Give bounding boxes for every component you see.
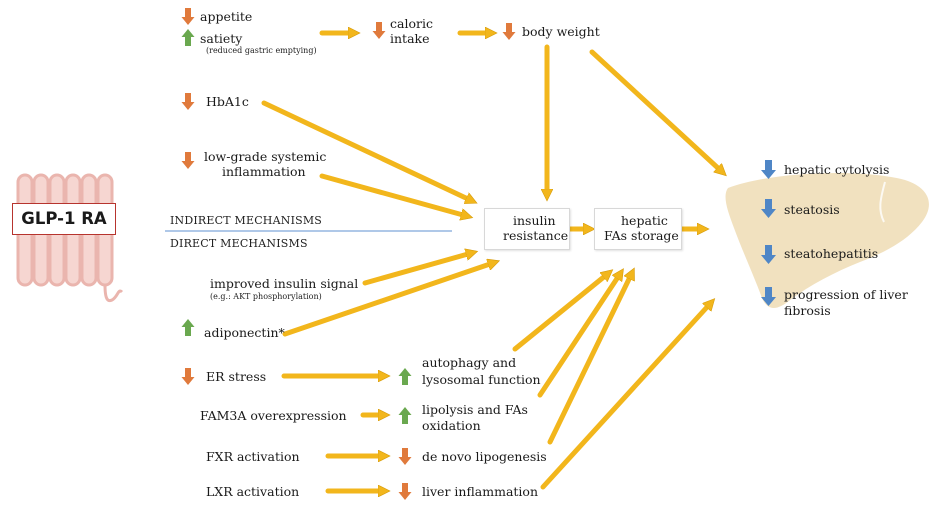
arrow-liver-inflammation-to-liver <box>540 306 708 490</box>
hba1c-label: HbA1c <box>206 94 249 109</box>
insulin-signal-note: (e.g.: AKT phosphorylation) <box>210 292 322 301</box>
steatosis-label: steatosis <box>784 202 840 217</box>
arrow-autophagy-to-fas <box>512 276 605 352</box>
satiety-note: (reduced gastric emptying) <box>206 46 317 55</box>
down-arrow-icon <box>398 483 412 500</box>
liver-ligament <box>879 181 886 223</box>
arrow-weight-to-liver <box>589 49 719 169</box>
lipolysis-label-line1: lipolysis and FAs <box>422 402 528 417</box>
hepatic-fas-storage-box: hepatic FAs storage <box>594 208 682 250</box>
fas-label-line2: FAs storage <box>604 228 679 243</box>
fibrosis-label-line2: fibrosis <box>784 303 831 318</box>
appetite-label: appetite <box>200 9 253 24</box>
down-arrow-icon <box>761 199 776 218</box>
arrow-lipogenesis-to-fas <box>547 277 630 445</box>
flow-arrows <box>261 33 719 491</box>
fxr-label: FXR activation <box>206 449 300 464</box>
up-arrow-icon <box>398 407 412 424</box>
indirect-mechanisms-header: INDIRECT MECHANISMS <box>170 214 323 227</box>
liver-inflammation-label: liver inflammation <box>422 484 538 499</box>
up-arrow-icon <box>398 368 412 385</box>
down-arrow-icon <box>502 23 516 40</box>
fibrosis-label-line1: progression of liver <box>784 287 908 302</box>
fas-label-line1: hepatic <box>621 213 668 228</box>
arrow-inflammation-to-insulin <box>319 173 463 215</box>
down-arrow-icon <box>398 448 412 465</box>
drug-label: GLP-1 RA <box>21 209 107 228</box>
fam3a-label: FAM3A overexpression <box>200 408 347 423</box>
inflammation-label-line2: inflammation <box>222 164 306 179</box>
lxr-label: LXR activation <box>206 484 300 499</box>
down-arrow-icon <box>372 22 386 39</box>
insulin-label-line1: insulin <box>513 213 556 228</box>
hepatic-cytolysis-label: hepatic cytolysis <box>784 162 890 177</box>
receptor-icon <box>16 173 124 303</box>
down-arrow-icon <box>181 368 195 385</box>
down-arrow-icon <box>181 152 195 169</box>
caloric-label-line2: intake <box>390 31 430 46</box>
steatohepatitis-label: steatohepatitis <box>784 246 879 261</box>
down-arrow-icon <box>181 93 195 110</box>
inflammation-label-line1: low-grade systemic <box>204 149 327 164</box>
arrow-hba1c-to-insulin <box>261 100 468 199</box>
autophagy-label-line1: autophagy and <box>422 355 517 370</box>
insulin-resistance-box: insulin resistance <box>484 208 570 250</box>
arrow-signal-to-insulin <box>362 254 468 286</box>
er-stress-label: ER stress <box>206 369 267 384</box>
down-arrow-icon <box>181 8 195 25</box>
up-arrow-icon <box>181 319 195 336</box>
liver-icon <box>725 173 929 308</box>
up-arrow-icon <box>181 29 195 46</box>
insulin-signal-label: improved insulin signal <box>210 276 359 291</box>
down-arrow-icon <box>761 287 776 306</box>
direct-mechanisms-header: DIRECT MECHANISMS <box>170 237 308 250</box>
lipogenesis-label: de novo lipogenesis <box>422 449 547 464</box>
autophagy-label-line2: lysosomal function <box>422 372 541 387</box>
insulin-label-line2: resistance <box>503 228 569 243</box>
caloric-label-line1: caloric <box>390 16 433 31</box>
lipolysis-label-line2: oxidation <box>422 418 481 433</box>
adiponectin-label: adiponectin* <box>204 325 285 340</box>
arrow-lipolysis-to-fas <box>537 277 618 398</box>
satiety-label: satiety <box>200 31 243 46</box>
body-weight-label: body weight <box>522 24 600 39</box>
drug-label-box: GLP-1 RA <box>12 203 116 235</box>
down-arrow-icon <box>761 160 776 179</box>
down-arrow-icon <box>761 245 776 264</box>
arrow-adiponectin-to-insulin <box>282 264 490 337</box>
